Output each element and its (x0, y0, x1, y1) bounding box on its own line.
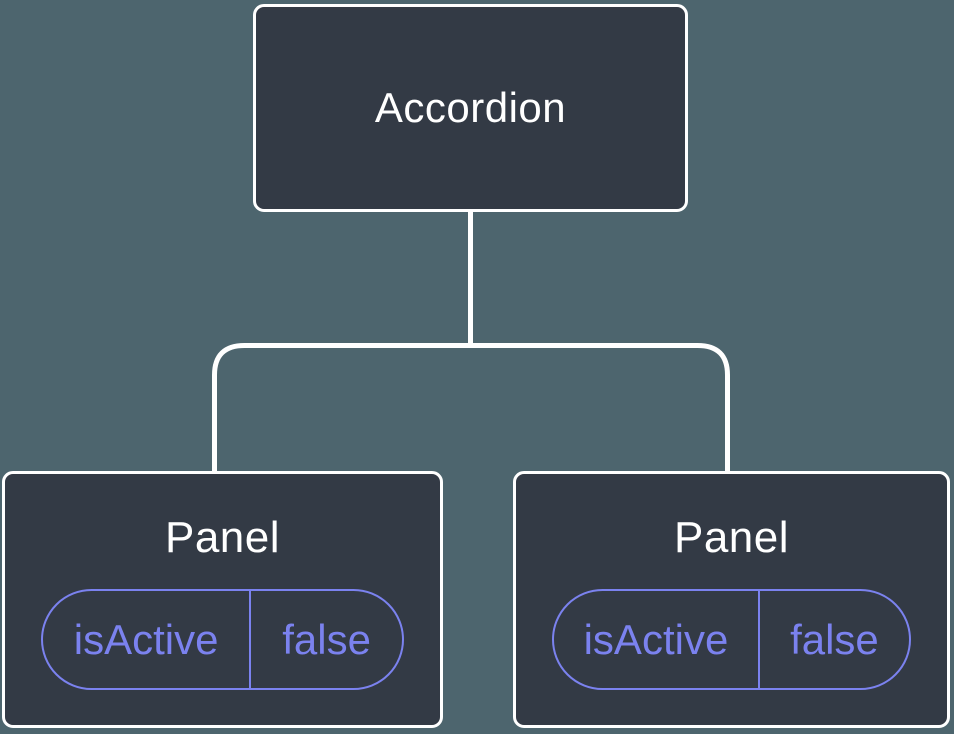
state-value-label: false (282, 615, 371, 663)
node-accordion: Accordion (253, 4, 688, 212)
node-panel-right-label: Panel (673, 513, 790, 562)
connector-branch (212, 343, 730, 474)
state-key-label: isActive (554, 591, 760, 688)
state-pill-left: isActive false (41, 589, 404, 690)
node-panel-left: Panel isActive false (2, 471, 443, 728)
node-panel-left-label: Panel (164, 513, 281, 562)
state-value-label: false (790, 615, 879, 663)
state-pill-right: isActive false (552, 589, 911, 690)
node-panel-right: Panel isActive false (513, 471, 950, 728)
state-key-label: isActive (43, 591, 252, 688)
node-accordion-label: Accordion (374, 84, 567, 131)
